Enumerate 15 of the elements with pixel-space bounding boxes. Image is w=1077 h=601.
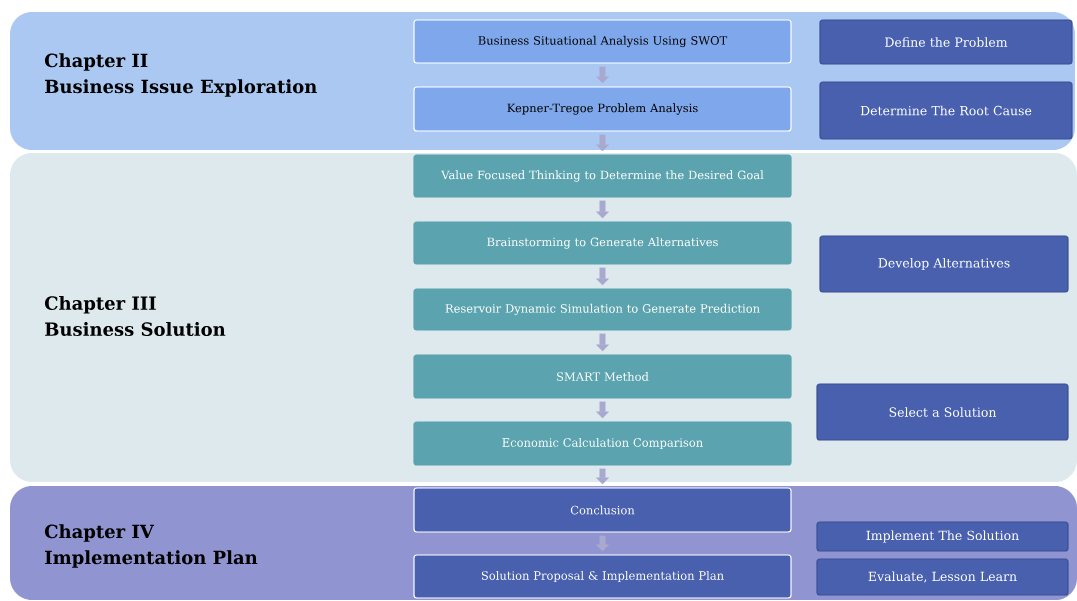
process-box: Solution Proposal & Implementation Plan xyxy=(413,554,792,599)
process-box: Brainstorming to Generate Alternatives xyxy=(413,221,792,265)
stage-box: Determine The Root Cause xyxy=(819,81,1073,140)
process-box: Conclusion xyxy=(413,487,792,533)
process-box: SMART Method xyxy=(413,354,792,399)
process-box: Kepner-Tregoe Problem Analysis xyxy=(413,86,792,132)
process-box: Economic Calculation Comparison xyxy=(413,421,792,466)
process-box: Value Focused Thinking to Determine the Desired Goal xyxy=(413,154,792,198)
stage-box: Develop Alternatives xyxy=(819,235,1069,293)
stage-box: Implement The Solution xyxy=(816,521,1069,552)
process-box: Reservoir Dynamic Simulation to Generate Prediction xyxy=(413,288,792,331)
stage-box: Evaluate, Lesson Learn xyxy=(816,558,1069,596)
stage-box: Select a Solution xyxy=(816,383,1069,441)
process-box: Business Situational Analysis Using SWOT xyxy=(413,19,792,64)
stage-box: Define the Problem xyxy=(819,19,1073,65)
